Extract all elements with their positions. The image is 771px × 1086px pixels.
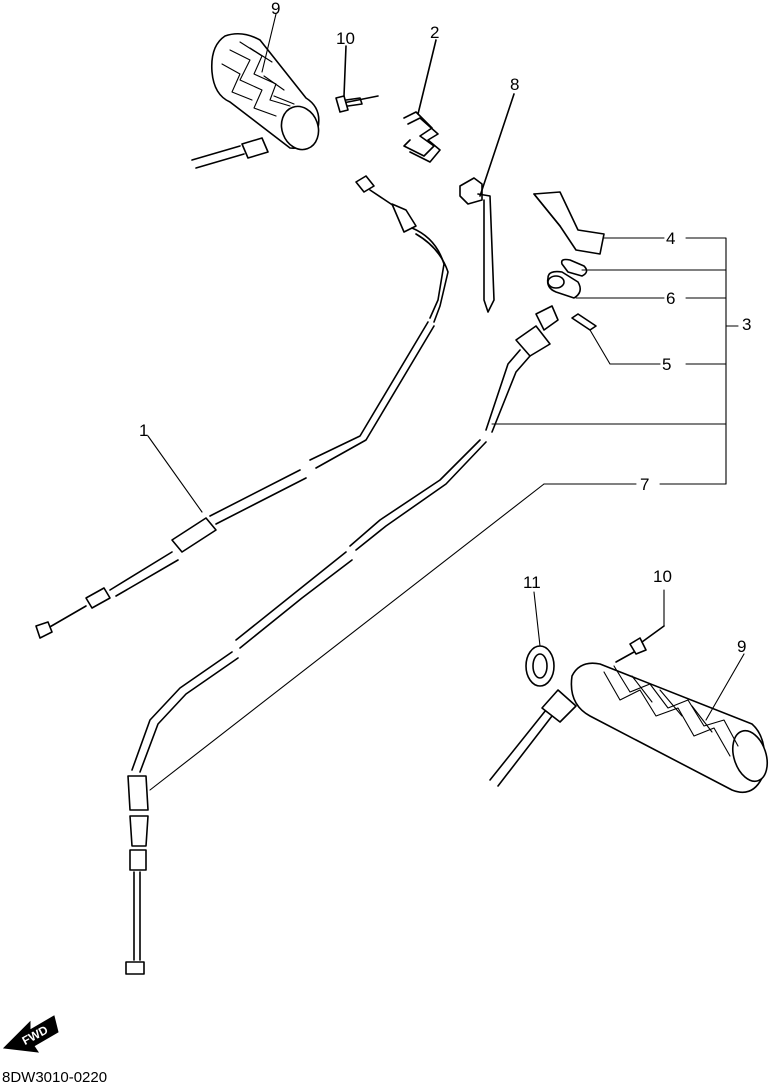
adjuster-assembly (533, 191, 605, 331)
right-handlebar-grip (489, 662, 769, 794)
callout-2: 2 (430, 23, 439, 42)
callout-9-top: 9 (271, 0, 280, 18)
cable-1 (35, 175, 449, 639)
callout-6: 6 (666, 289, 675, 308)
callout-11: 11 (523, 573, 541, 592)
callout-3: 3 (742, 315, 751, 334)
leader-lines (147, 13, 745, 791)
callout-10-bottom: 10 (653, 567, 672, 586)
callout-1: 1 (139, 421, 148, 440)
diagram-code: 8DW3010-0220 (2, 1069, 107, 1086)
callout-4: 4 (666, 229, 675, 248)
cable-band (459, 93, 515, 313)
grip-rivet-top (335, 45, 379, 113)
callout-9-bottom: 9 (737, 637, 746, 656)
throttle-cable (125, 305, 559, 975)
callout-7: 7 (640, 475, 649, 494)
clip (403, 39, 441, 163)
callout-labels: 9 10 2 8 4 6 3 5 1 7 11 10 9 (139, 0, 751, 656)
callout-5: 5 (662, 355, 671, 374)
callout-8: 8 (510, 75, 519, 94)
grip-collar (525, 645, 555, 687)
left-handlebar-grip (191, 32, 320, 169)
forward-direction-arrow: FWD (2, 1015, 59, 1053)
callout-10-top: 10 (336, 29, 355, 48)
grip-rivet-bottom (615, 625, 665, 663)
